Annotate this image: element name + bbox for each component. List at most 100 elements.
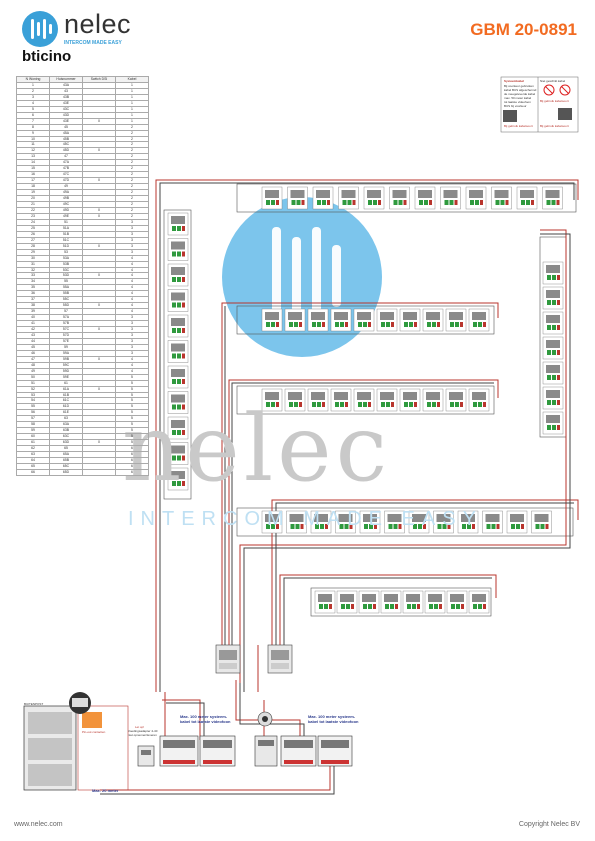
legend-line-1: Bij voorkeur gebruiken <box>504 84 534 88</box>
floor-4-unit <box>433 510 454 534</box>
floor-2-unit <box>445 308 467 332</box>
table-cell: 65D <box>49 468 83 476</box>
legend-footer: Bij gebruik kabelsoort <box>504 124 533 128</box>
floor-3-unit <box>468 388 490 412</box>
bticino-logo: bticino <box>22 48 72 65</box>
riser-left-unit <box>167 467 189 491</box>
table-cell <box>82 468 116 476</box>
riser-left-unit <box>167 365 189 389</box>
floor-4-unit <box>261 510 283 534</box>
cable-note-1b: kabel tot laatste videofoon <box>180 719 231 724</box>
legend-right-1: Niet geschikt kabel <box>540 79 566 83</box>
floor-3-unit <box>353 388 375 412</box>
panel-label: BUITENPOST <box>24 702 44 706</box>
legend-right-3: Bij gebruik kabelsoort <box>540 124 569 128</box>
floor-4-unit <box>531 510 552 534</box>
riser-left-unit <box>167 289 189 312</box>
floor-top-unit <box>338 186 359 210</box>
riser-right-unit <box>542 361 564 385</box>
floor-3-unit <box>284 388 306 412</box>
watermark-bars-icon <box>272 227 341 327</box>
legend-right-2: Bij gebruik kabelsoort <box>540 99 569 103</box>
floor-top-unit <box>516 186 538 210</box>
floor-2-unit <box>330 308 352 332</box>
floor-2-unit <box>353 308 375 332</box>
floor-5-unit <box>446 590 468 614</box>
floor-top-unit <box>389 186 410 210</box>
floor-3-unit <box>422 388 444 412</box>
junction-box-1 <box>215 644 241 674</box>
floor-5-unit <box>402 590 424 614</box>
legend-title: Systeemkabel <box>504 79 525 83</box>
floor-top-unit <box>287 186 308 210</box>
floor-5-unit <box>424 590 446 614</box>
no-entry-icon <box>543 84 555 96</box>
footer-website[interactable]: www.nelec.com <box>14 821 63 828</box>
riser-right-unit <box>542 336 564 360</box>
cable-note-1: Max. 100 meter systeem- <box>180 714 228 719</box>
cable-note-2b: kabel tot laatste videofoon <box>308 719 359 724</box>
floor-5-outline <box>310 587 492 617</box>
riser-left-outline <box>163 209 192 500</box>
legend-line-4: max. 50 meter kabel <box>504 96 532 100</box>
power-note: Let op! <box>135 725 145 729</box>
floor-2-unit <box>376 308 398 332</box>
riser-right-unit <box>542 386 564 410</box>
watermark-circle <box>222 197 382 357</box>
indoor-units <box>167 186 564 614</box>
floor-4-unit <box>408 510 430 534</box>
floor-top-unit <box>414 186 436 210</box>
riser-right-unit <box>542 286 564 310</box>
table-cell: 6 <box>115 468 149 476</box>
floor-4-unit <box>310 510 332 534</box>
power-note-c: niet opnemen/leveren <box>128 733 157 737</box>
floor-2-unit <box>399 308 421 332</box>
floor-top-unit <box>440 186 461 210</box>
floor-2-outline <box>236 305 495 335</box>
floor-3-unit <box>399 388 421 412</box>
floor-3-unit <box>261 388 283 412</box>
floor-4-unit <box>506 510 528 534</box>
floor-3-unit <box>376 388 398 412</box>
outdoor-panel <box>23 692 129 791</box>
brand-tagline: INTERCOM MADE EASY <box>64 40 122 46</box>
legend-line-6: BUS bij voorkeur <box>504 104 527 108</box>
panel-sub: Pin-out contacten <box>82 730 106 734</box>
floor-top-unit <box>491 186 512 210</box>
legend-line-2: kabel BUS afgeschermd <box>504 88 537 92</box>
floor-top-unit <box>312 186 334 210</box>
riser-left-unit <box>167 238 189 261</box>
riser-right-unit <box>542 311 564 335</box>
floor-4-outline <box>236 507 574 537</box>
legend-line-5: tot laatste videofoon <box>504 100 531 104</box>
floor-2-unit <box>284 308 306 332</box>
junction-box-2 <box>267 644 293 674</box>
floor-4-unit <box>359 510 381 534</box>
floor-3-unit <box>330 388 352 412</box>
riser-left-unit <box>167 314 189 338</box>
floor-2-unit <box>261 308 283 332</box>
legend-line-3: de meegeleverde kabel <box>504 92 536 96</box>
bottom-cable-label: Max. 20 meter <box>92 788 119 793</box>
camera-icon <box>257 711 273 727</box>
floor-2-unit <box>307 308 329 332</box>
legend-panel <box>500 76 579 133</box>
floor-5-unit <box>336 590 358 614</box>
floor-top-unit <box>465 186 487 210</box>
table-cell: 66 <box>16 468 50 476</box>
floor-3-outline <box>236 385 495 415</box>
floor-top-unit <box>542 186 563 210</box>
floor-4-unit <box>384 510 405 534</box>
riser-left-unit <box>167 391 189 414</box>
floor-2-unit <box>422 308 444 332</box>
floor-top-outline <box>236 183 577 213</box>
controller-rack-right <box>280 735 353 767</box>
controller-rack-left <box>159 735 236 767</box>
floor-3-unit <box>307 388 329 412</box>
